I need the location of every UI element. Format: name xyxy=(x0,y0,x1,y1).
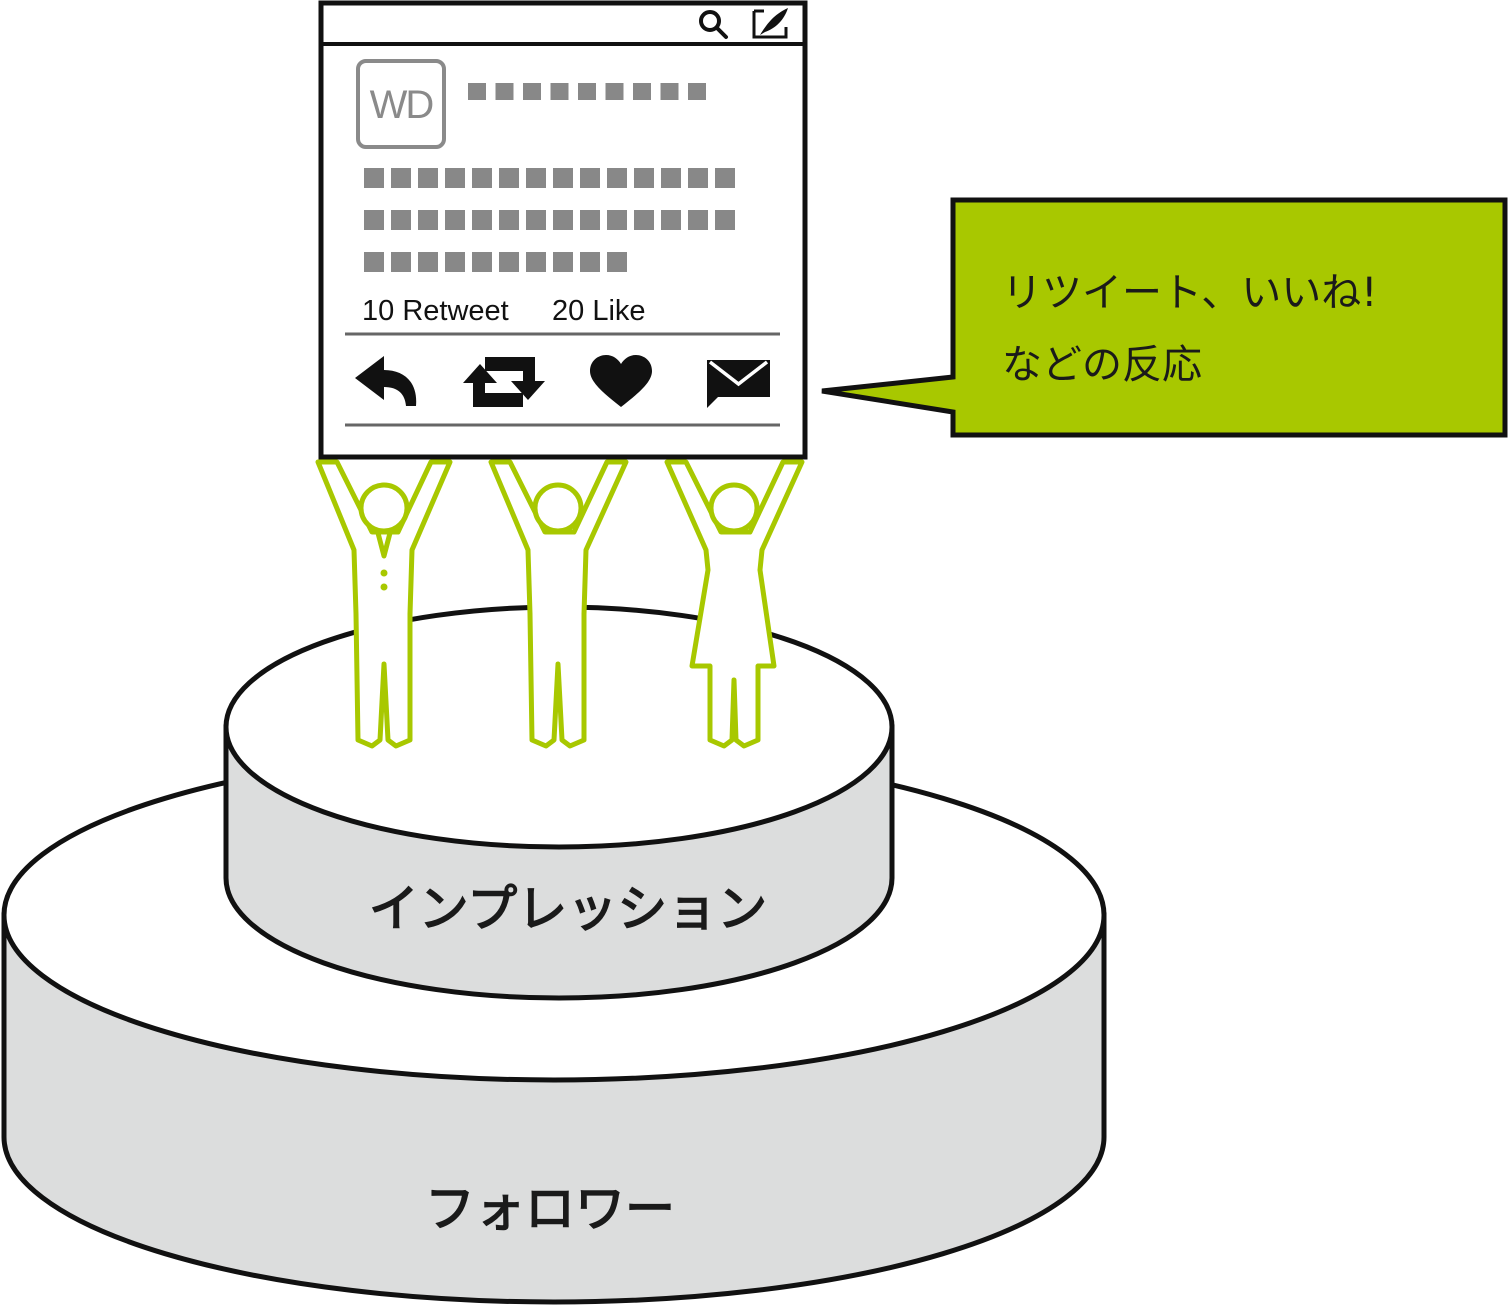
person-1-head xyxy=(358,482,410,534)
placeholder-block xyxy=(391,210,411,230)
inner-tier-label: インプレッション xyxy=(369,880,768,938)
placeholder-block xyxy=(526,210,546,230)
body-placeholder xyxy=(364,168,735,272)
placeholder-block xyxy=(418,168,438,188)
person-1-button-icon xyxy=(380,583,388,591)
placeholder-block xyxy=(661,210,681,230)
placeholder-block xyxy=(523,83,541,100)
placeholder-block xyxy=(418,252,438,272)
placeholder-block xyxy=(553,252,573,272)
reply-icon[interactable] xyxy=(355,356,417,406)
placeholder-block xyxy=(553,210,573,230)
placeholder-block xyxy=(364,168,384,188)
placeholder-block xyxy=(391,168,411,188)
placeholder-block xyxy=(472,252,492,272)
placeholder-block xyxy=(418,210,438,230)
callout-line-2: などの反応 xyxy=(1002,342,1202,388)
placeholder-block xyxy=(364,252,384,272)
placeholder-block xyxy=(472,168,492,188)
compose-icon[interactable] xyxy=(752,8,788,39)
person-man-with-tie xyxy=(315,459,453,749)
placeholder-block xyxy=(499,210,519,230)
name-placeholder xyxy=(468,83,706,100)
avatar-frame xyxy=(356,59,446,149)
placeholder-block xyxy=(499,252,519,272)
placeholder-block xyxy=(661,168,681,188)
placeholder-block xyxy=(715,210,735,230)
person-woman xyxy=(664,459,805,749)
placeholder-block xyxy=(715,168,735,188)
placeholder-block xyxy=(445,252,465,272)
placeholder-block xyxy=(688,168,708,188)
placeholder-block xyxy=(634,210,654,230)
placeholder-block xyxy=(472,210,492,230)
placeholder-block xyxy=(391,252,411,272)
avatar-logo-text: WD xyxy=(370,83,433,127)
avatar: WD xyxy=(356,59,446,149)
like-icon[interactable] xyxy=(590,355,652,407)
placeholder-block xyxy=(468,83,486,100)
person-1-tie-icon xyxy=(375,530,393,559)
placeholder-block xyxy=(364,210,384,230)
retweet-icon[interactable] xyxy=(463,357,545,407)
placeholder-block xyxy=(526,252,546,272)
callout-line-1: リツイート、いいね! xyxy=(1002,270,1377,316)
placeholder-block xyxy=(553,168,573,188)
person-3-body xyxy=(664,459,805,749)
person-man xyxy=(488,459,629,749)
person-3-head xyxy=(708,482,760,534)
placeholder-block xyxy=(550,83,569,100)
person-1-button-icon xyxy=(380,569,388,577)
callout-bubble: リツイート、いいね! などの反応 xyxy=(821,197,1508,438)
placeholder-block xyxy=(605,83,624,100)
person-2-head xyxy=(532,482,584,534)
placeholder-block xyxy=(633,83,651,100)
placeholder-block xyxy=(580,168,600,188)
person-2-body xyxy=(488,459,629,749)
placeholder-block xyxy=(634,168,654,188)
placeholder-block xyxy=(607,252,627,272)
message-icon[interactable] xyxy=(707,360,770,408)
tweet-card: WD 10 Retweet 20 Like xyxy=(318,0,808,460)
search-icon[interactable] xyxy=(699,10,728,39)
placeholder-block xyxy=(580,210,600,230)
placeholder-block xyxy=(445,210,465,230)
placeholder-block xyxy=(660,83,679,100)
placeholder-block xyxy=(580,252,600,272)
like-count: 20 Like xyxy=(552,295,646,327)
placeholder-block xyxy=(607,210,627,230)
placeholder-block xyxy=(526,168,546,188)
placeholder-block xyxy=(688,210,708,230)
placeholder-block xyxy=(445,168,465,188)
placeholder-block xyxy=(607,168,627,188)
placeholder-block xyxy=(578,83,596,100)
person-1-body xyxy=(315,459,453,749)
outer-tier-label: フォロワー xyxy=(425,1180,675,1238)
retweet-count: 10 Retweet xyxy=(362,295,509,327)
placeholder-block xyxy=(495,83,514,100)
callout-shape xyxy=(821,197,1508,438)
placeholder-block xyxy=(688,83,706,100)
placeholder-block xyxy=(499,168,519,188)
